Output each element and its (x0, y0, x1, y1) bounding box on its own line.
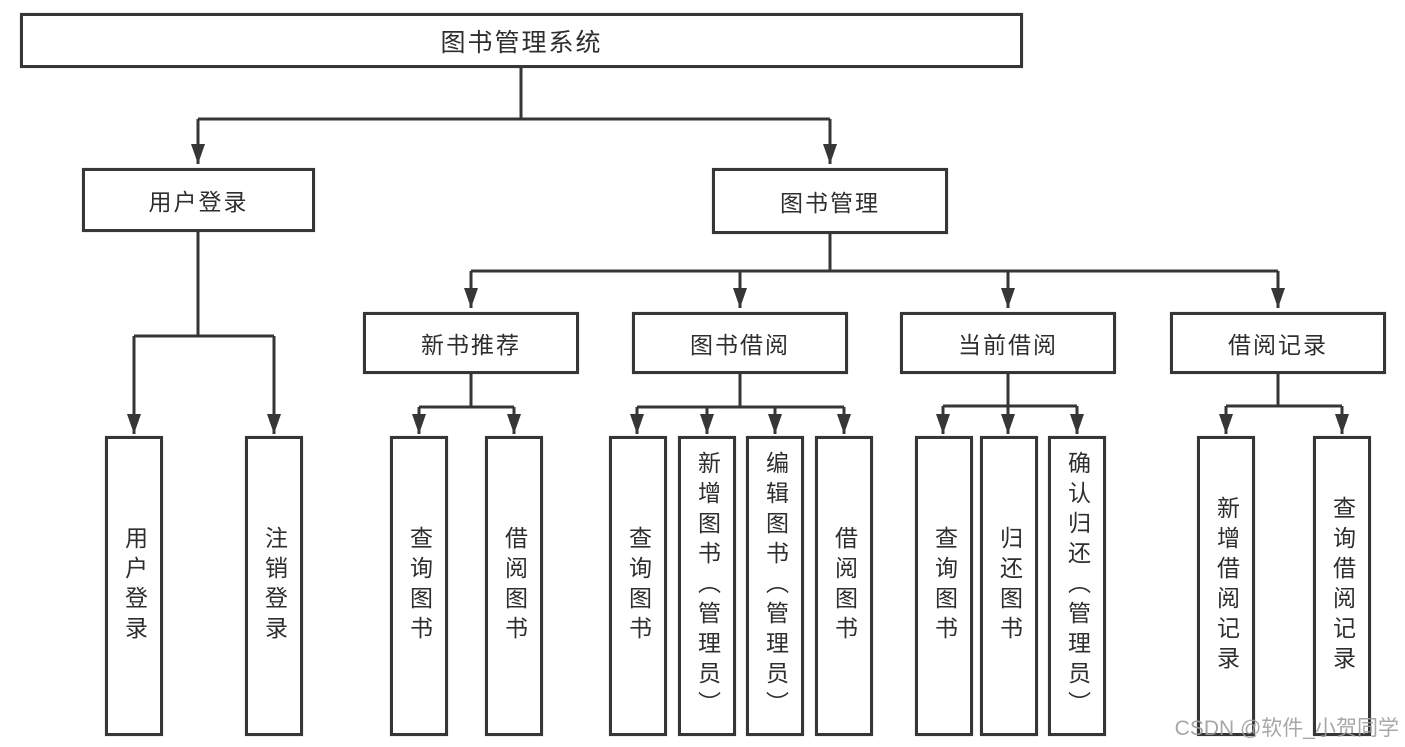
leaf-user-login-label: 用户登录 (121, 526, 148, 646)
leaf-confirm-return-admin-label: 确认归还（管理员） (1064, 451, 1091, 721)
leaf-query-borrow-record-label: 查询借阅记录 (1329, 496, 1356, 676)
leaf-query-books-current: 查询图书 (915, 436, 973, 736)
leaf-add-books-admin: 新增图书（管理员） (678, 436, 736, 736)
leaf-query-borrow-record: 查询借阅记录 (1313, 436, 1371, 736)
leaf-query-books-borrow: 查询图书 (609, 436, 667, 736)
leaf-query-books-borrow-label: 查询图书 (625, 526, 652, 646)
leaf-borrow-books-label: 借阅图书 (831, 526, 858, 646)
node-library-management-system: 图书管理系统 (20, 13, 1023, 68)
node-new-book-recommendation: 新书推荐 (363, 312, 579, 374)
node-borrowing-records: 借阅记录 (1170, 312, 1386, 374)
leaf-edit-books-admin-label: 编辑图书（管理员） (762, 451, 789, 721)
leaf-add-borrow-record-label: 新增借阅记录 (1213, 496, 1240, 676)
leaf-add-books-admin-label: 新增图书（管理员） (694, 451, 721, 721)
leaf-logout-label: 注销登录 (261, 526, 288, 646)
leaf-logout: 注销登录 (245, 436, 303, 736)
node-book-management: 图书管理 (712, 168, 948, 234)
leaf-add-borrow-record: 新增借阅记录 (1197, 436, 1255, 736)
node-current-borrowing: 当前借阅 (900, 312, 1116, 374)
leaf-return-books: 归还图书 (980, 436, 1038, 736)
leaf-return-books-label: 归还图书 (996, 526, 1023, 646)
node-user-login: 用户登录 (82, 168, 315, 232)
leaf-edit-books-admin: 编辑图书（管理员） (746, 436, 804, 736)
leaf-user-login: 用户登录 (105, 436, 163, 736)
csdn-watermark: CSDN @软件_小贺同学 (1174, 717, 1399, 740)
leaf-query-books-recommend-label: 查询图书 (406, 526, 433, 646)
leaf-borrow-books: 借阅图书 (815, 436, 873, 736)
leaf-query-books-recommend: 查询图书 (390, 436, 448, 736)
node-book-borrowing: 图书借阅 (632, 312, 848, 374)
leaf-borrow-books-recommend-label: 借阅图书 (501, 526, 528, 646)
leaf-borrow-books-recommend: 借阅图书 (485, 436, 543, 736)
leaf-confirm-return-admin: 确认归还（管理员） (1048, 436, 1106, 736)
leaf-query-books-current-label: 查询图书 (931, 526, 958, 646)
